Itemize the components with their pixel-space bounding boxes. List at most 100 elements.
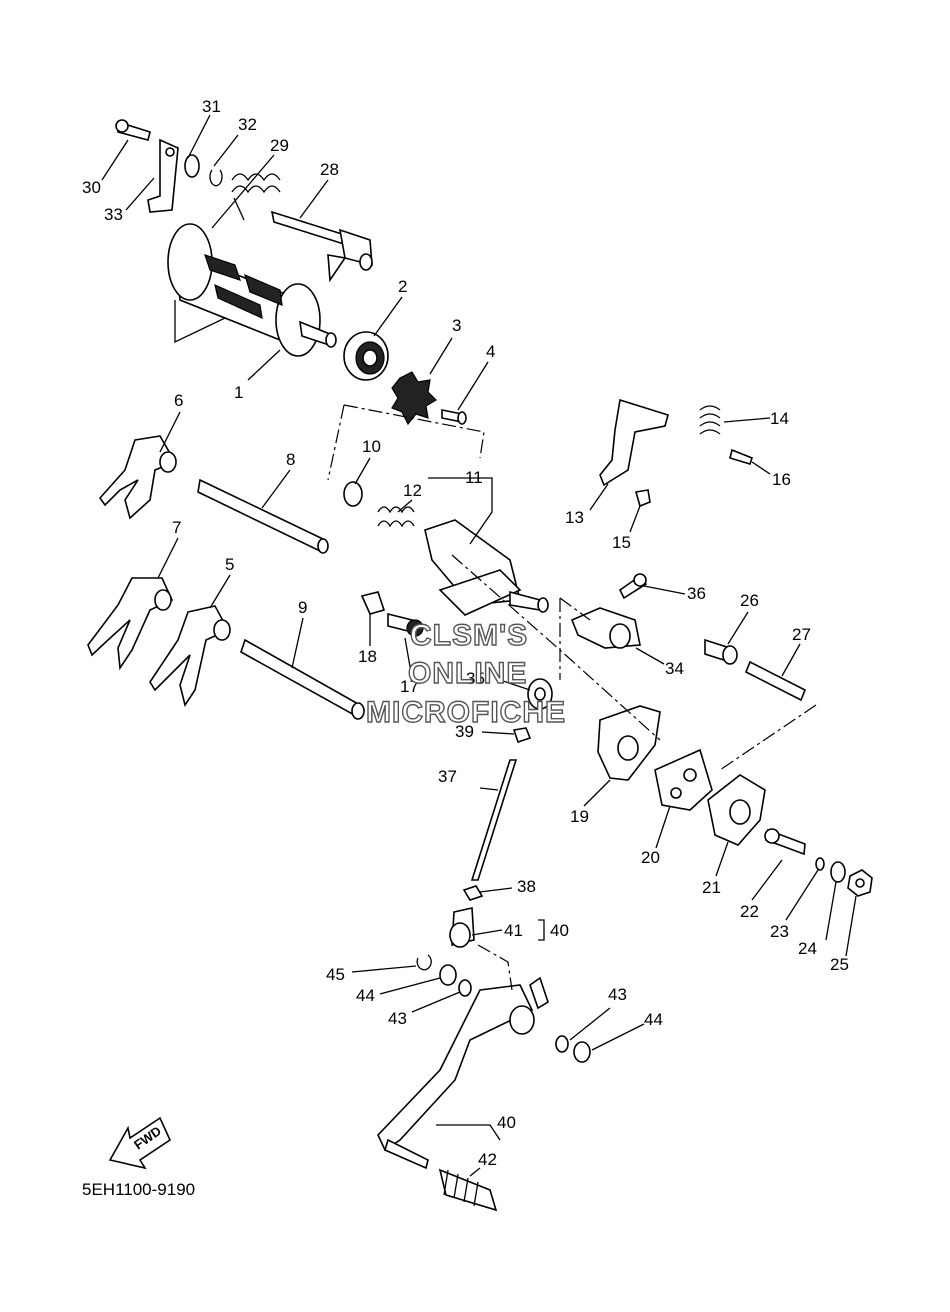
rubber-part-42: [438, 1168, 498, 1212]
watermark-line-1: CLSM'S: [410, 619, 528, 652]
diagram-code: 5EH1100-9190: [82, 1180, 195, 1199]
stopper-lever-part-33: [147, 138, 179, 213]
spring-part-14: [699, 405, 721, 435]
callout-40-a: 40: [550, 921, 569, 940]
callout-19: 19: [570, 807, 589, 826]
callout-8: 8: [286, 450, 295, 469]
callout-4: 4: [486, 342, 495, 361]
shift-arm-part-28: [270, 210, 373, 283]
callout-18: 18: [358, 647, 377, 666]
callout-29: 29: [270, 136, 289, 155]
washer-part-10: [343, 481, 363, 507]
callout-9: 9: [298, 598, 307, 617]
washer-part-44a: [439, 964, 457, 986]
callout-39: 39: [455, 722, 474, 741]
circlip-part-45: [416, 954, 432, 971]
callout-5: 5: [225, 555, 234, 574]
nut-part-39: [512, 727, 532, 744]
callout-1: 1: [234, 383, 243, 402]
callout-26: 26: [740, 591, 759, 610]
pin-part-23: [815, 857, 825, 871]
leader-lines: [101, 114, 857, 1177]
bolt-part-36: [618, 573, 648, 600]
callout-25: 25: [830, 955, 849, 974]
shift-guide-part-19: [597, 705, 661, 781]
callout-41: 41: [504, 921, 523, 940]
shift-rod-part-37: [470, 759, 518, 881]
washer-part-24: [830, 861, 846, 883]
nut-part-25: [847, 869, 873, 897]
alignment-lines: [327, 404, 817, 991]
guide-bar-part-9: [240, 638, 365, 720]
callout-16: 16: [772, 470, 791, 489]
callout-40-b: 40: [497, 1113, 516, 1132]
plate-part-20: [654, 748, 713, 811]
callout-33: 33: [104, 205, 123, 224]
callout-labels: 1 2 3 4 5 6 7 8 9 10 11 12 13 14 15 16 1…: [82, 97, 849, 1169]
callout-32: 32: [238, 115, 257, 134]
callout-45: 45: [326, 965, 345, 984]
callout-15: 15: [612, 533, 631, 552]
callout-22: 22: [740, 902, 759, 921]
callout-43-a: 43: [388, 1009, 407, 1028]
pin-part-16: [729, 448, 753, 465]
callout-12: 12: [403, 481, 422, 500]
shift-pedal-part-40: [377, 976, 549, 1170]
watermark-line-2: ONLINE: [408, 657, 527, 690]
callout-3: 3: [452, 316, 461, 335]
pin-part-27: [744, 660, 807, 702]
callout-24: 24: [798, 939, 817, 958]
callout-2: 2: [398, 277, 407, 296]
bolt-part-17: [387, 612, 424, 637]
bolt-part-22: [764, 828, 806, 856]
callout-11: 11: [465, 468, 483, 487]
segment-part-3: [391, 371, 437, 426]
screw-part-4: [441, 409, 467, 425]
callout-20: 20: [641, 848, 660, 867]
o-ring-part-43a: [458, 979, 472, 997]
shift-shaft-part-11: [424, 519, 549, 616]
callout-21: 21: [702, 878, 721, 897]
watermark-line-3: MICROFICHE: [366, 696, 566, 729]
callout-6: 6: [174, 391, 183, 410]
callout-27: 27: [792, 625, 811, 644]
callout-37: 37: [438, 767, 457, 786]
rod-end-part-41: [449, 907, 475, 948]
callout-28: 28: [320, 160, 339, 179]
callout-7: 7: [172, 518, 181, 537]
circlip-part-32: [209, 169, 223, 187]
bearing-part-2: [343, 331, 389, 381]
callout-44-a: 44: [356, 986, 375, 1005]
screw-part-15: [634, 489, 651, 508]
callout-34: 34: [665, 659, 684, 678]
spring-part-12: [377, 506, 415, 528]
shift-drum-assembly: [167, 223, 337, 357]
shift-fork-part-7: [87, 577, 174, 671]
callout-13: 13: [565, 508, 584, 527]
callout-14: 14: [770, 409, 789, 428]
watermark: CLSM'S ONLINE MICROFICHE: [365, 618, 566, 729]
callout-31: 31: [202, 97, 221, 116]
washer-part-31: [184, 154, 200, 178]
stopper-lever-part-13: [599, 398, 669, 487]
shift-cam-part-21: [707, 774, 766, 846]
callout-42: 42: [478, 1150, 497, 1169]
spring-part-29: [231, 173, 281, 221]
callout-10: 10: [362, 437, 381, 456]
callout-43-b: 43: [608, 985, 627, 1004]
callout-38: 38: [517, 877, 536, 896]
callout-30: 30: [82, 178, 101, 197]
shift-lever-part-34: [570, 607, 641, 649]
callout-36: 36: [687, 584, 706, 603]
collar-part-26: [704, 638, 738, 665]
roller-part-35: [527, 678, 553, 710]
callout-23: 23: [770, 922, 789, 941]
shift-fork-part-6: [98, 435, 177, 520]
guide-bar-part-8: [197, 478, 329, 554]
washer-part-44b: [573, 1041, 591, 1063]
callout-44-b: 44: [644, 1010, 663, 1029]
shift-fork-part-5: [149, 605, 231, 707]
callout-17: 17: [400, 677, 419, 696]
o-ring-part-43b: [555, 1035, 569, 1053]
